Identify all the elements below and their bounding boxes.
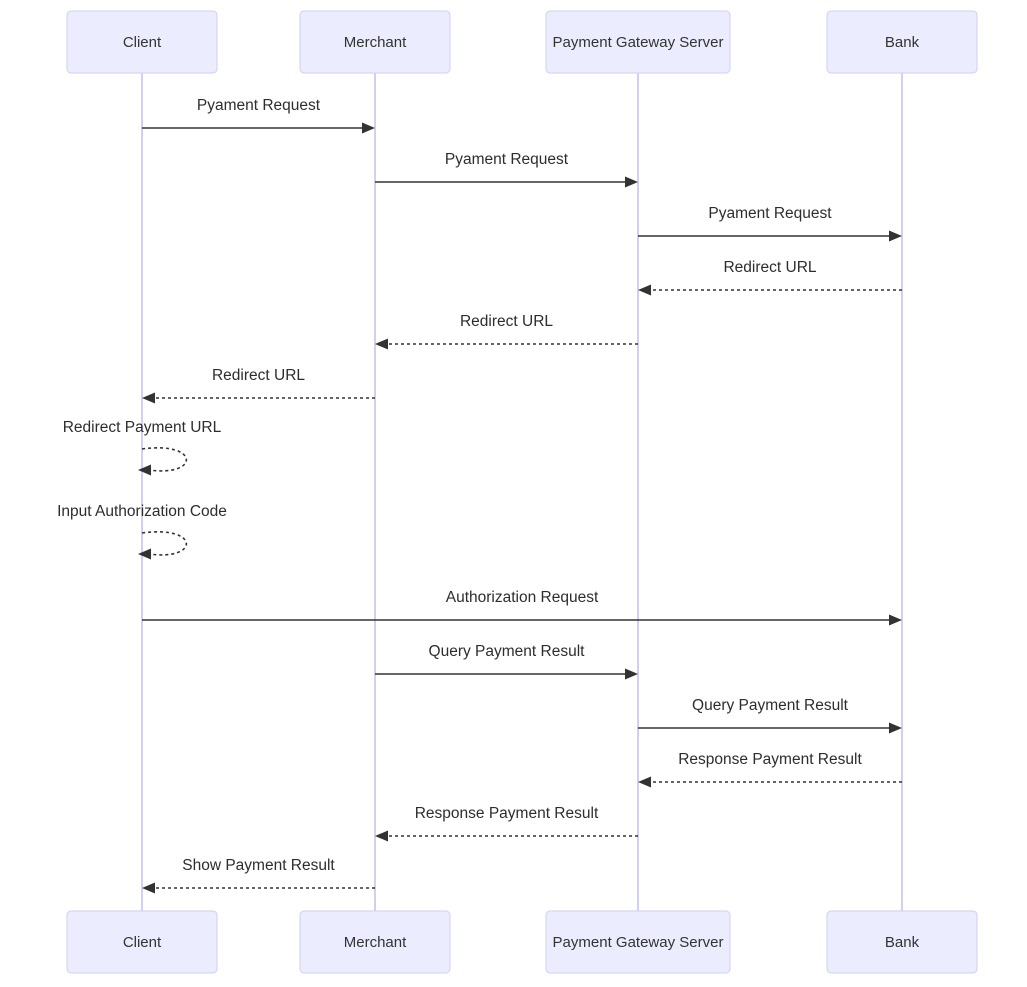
message-label: Show Payment Result <box>182 857 335 874</box>
self-loop-path <box>141 447 188 472</box>
actor-top-client: Client <box>66 10 218 74</box>
actor-top-bank: Bank <box>826 10 978 74</box>
actor-top-gateway: Payment Gateway Server <box>545 10 731 74</box>
message-4: Redirect URL <box>375 313 638 350</box>
actor-bottom-merchant: Merchant <box>299 910 451 974</box>
actor-rect <box>299 910 451 974</box>
message-label: Query Payment Result <box>429 643 586 660</box>
message-6: Redirect Payment URL <box>63 419 222 476</box>
actor-bottom-gateway: Payment Gateway Server <box>545 910 731 974</box>
message-label: Pyament Request <box>708 205 832 222</box>
message-label: Query Payment Result <box>692 697 849 714</box>
message-label: Redirect URL <box>212 367 305 384</box>
message-13: Show Payment Result <box>142 857 375 894</box>
arrowhead <box>142 882 155 894</box>
message-10: Query Payment Result <box>638 697 902 734</box>
arrowhead <box>138 464 151 476</box>
message-label: Redirect Payment URL <box>63 419 222 436</box>
arrowhead <box>889 614 902 626</box>
actor-rect <box>299 10 451 74</box>
message-label: Redirect URL <box>460 313 553 330</box>
actor-label: Payment Gateway Server <box>553 934 724 951</box>
actor-label: Merchant <box>344 34 407 51</box>
arrowhead <box>625 668 638 680</box>
arrowhead <box>889 722 902 734</box>
actor-label: Client <box>123 934 162 951</box>
message-2: Pyament Request <box>638 205 902 242</box>
actor-rect <box>826 910 978 974</box>
message-label: Redirect URL <box>723 259 816 276</box>
arrowhead <box>362 122 375 134</box>
message-label: Authorization Request <box>446 589 599 606</box>
actor-rect <box>66 910 218 974</box>
actor-rect <box>66 10 218 74</box>
actor-top-merchant: Merchant <box>299 10 451 74</box>
message-label: Input Authorization Code <box>57 503 227 520</box>
arrowhead <box>375 830 388 842</box>
arrowhead <box>142 392 155 404</box>
arrowhead <box>889 230 902 242</box>
actor-rect <box>545 10 731 74</box>
message-label: Pyament Request <box>197 97 321 114</box>
actor-rect <box>826 10 978 74</box>
actor-label: Payment Gateway Server <box>553 34 724 51</box>
arrowhead <box>625 176 638 188</box>
message-0: Pyament Request <box>142 97 375 134</box>
arrowhead <box>638 776 651 788</box>
actor-label: Client <box>123 34 162 51</box>
actor-bottom-client: Client <box>66 910 218 974</box>
arrowhead <box>138 548 151 560</box>
actor-label: Bank <box>885 34 920 51</box>
actor-label: Merchant <box>344 934 407 951</box>
message-12: Response Payment Result <box>375 805 638 842</box>
arrowhead <box>638 284 651 296</box>
arrowhead <box>375 338 388 350</box>
message-7: Input Authorization Code <box>57 503 227 560</box>
message-5: Redirect URL <box>142 367 375 404</box>
actor-label: Bank <box>885 934 920 951</box>
message-3: Redirect URL <box>638 259 902 296</box>
message-label: Response Payment Result <box>678 751 862 768</box>
message-label: Response Payment Result <box>415 805 599 822</box>
message-1: Pyament Request <box>375 151 638 188</box>
message-8: Authorization Request <box>142 589 902 626</box>
self-loop-path <box>141 531 188 556</box>
message-9: Query Payment Result <box>375 643 638 680</box>
actor-bottom-bank: Bank <box>826 910 978 974</box>
actor-rect <box>545 910 731 974</box>
message-11: Response Payment Result <box>638 751 902 788</box>
message-label: Pyament Request <box>445 151 569 168</box>
